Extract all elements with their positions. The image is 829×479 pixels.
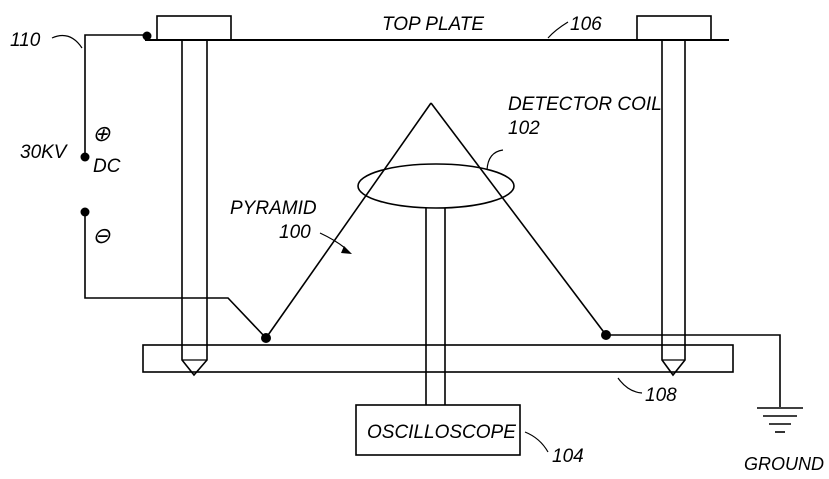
- label-detector-coil: DETECTOR COIL: [508, 94, 662, 115]
- leader-100-arrowhead: [341, 246, 352, 254]
- label-ref-108: 108: [645, 385, 677, 406]
- label-ref-100: 100: [279, 222, 311, 243]
- oscilloscope-box: [355, 404, 521, 456]
- label-ref-106: 106: [570, 14, 602, 35]
- pyramid-right-edge: [430, 102, 607, 336]
- leader-110: [51, 35, 83, 49]
- positive-terminal: [80, 152, 90, 162]
- pyramid-left-edge: [265, 102, 432, 339]
- label-ref-102: 102: [508, 118, 540, 139]
- negative-lead-wire: [84, 212, 267, 339]
- label-ref-104: 104: [552, 446, 584, 467]
- label-ref-110: 110: [10, 30, 41, 51]
- leader-106: [547, 21, 569, 39]
- leader-100: [319, 232, 346, 249]
- leader-102: [486, 149, 504, 171]
- right-bolt-head: [636, 15, 712, 41]
- label-oscilloscope: OSCILLOSCOPE: [367, 422, 516, 443]
- leader-108: [617, 377, 643, 394]
- label-pyramid: PYRAMID: [230, 198, 317, 219]
- left-bolt-head: [156, 15, 232, 41]
- plus-icon: ⊕: [92, 121, 111, 146]
- bottom-plate: [142, 344, 734, 373]
- right-bolt-tip: [661, 345, 686, 377]
- label-dc: DC: [93, 156, 121, 177]
- minus-icon: ⊖: [92, 223, 111, 248]
- top-plate-terminal: [142, 31, 152, 41]
- label-ground: GROUND: [744, 454, 824, 474]
- ground-wire: [606, 334, 781, 407]
- label-top-plate: TOP PLATE: [382, 14, 484, 35]
- left-bolt-tip: [181, 345, 208, 377]
- leader-104: [524, 431, 549, 453]
- label-voltage: 30KV: [20, 142, 69, 163]
- positive-lead-wire: [84, 34, 147, 155]
- detector-coil: [357, 163, 515, 209]
